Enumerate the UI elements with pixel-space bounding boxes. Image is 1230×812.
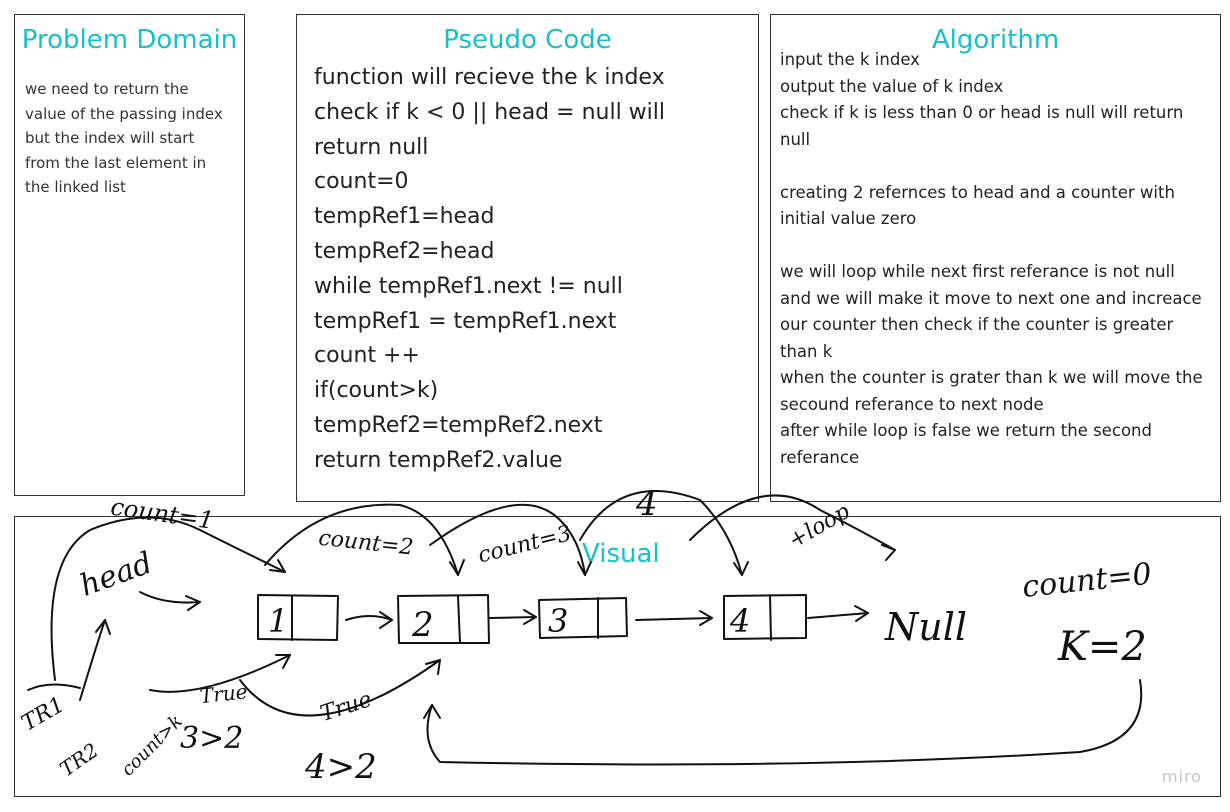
pseudo-line: if(count>k): [314, 378, 439, 404]
pseudo-code-panel: Pseudo Code function will recieve the k …: [296, 14, 759, 502]
pseudo-line: count=0: [314, 169, 409, 195]
algorithm-line: [780, 233, 1210, 260]
pseudo-line: tempRef1=head: [314, 204, 495, 230]
algorithm-line: [780, 153, 1210, 180]
problem-domain-text: we need to return the value of the passi…: [25, 80, 223, 196]
pseudo-code-list: function will recieve the k index check …: [314, 61, 758, 479]
pseudo-code-title: Pseudo Code: [443, 25, 612, 55]
pseudo-line: check if k < 0 || head = null will: [314, 99, 666, 125]
pseudo-line: while tempRef1.next != null: [314, 273, 623, 299]
algorithm-line: output the value of k index: [780, 76, 1004, 96]
problem-domain-panel: Problem Domain we need to return the val…: [14, 14, 245, 496]
pseudo-line: function will recieve the k index: [314, 65, 665, 90]
algorithm-panel: Algorithm input the k index output the v…: [770, 14, 1221, 502]
visual-title: Visual: [582, 539, 660, 569]
algorithm-title: Algorithm: [931, 25, 1060, 55]
algorithm-line: creating 2 refernces to head and a count…: [780, 182, 1175, 229]
miro-watermark: miro: [1161, 767, 1202, 786]
pseudo-line: return tempRef2.value: [314, 447, 563, 473]
pseudo-line: tempRef1 = tempRef1.next: [314, 308, 617, 334]
algorithm-list: input the k index output the value of k …: [780, 47, 1210, 471]
pseudo-line: tempRef2=head: [314, 238, 495, 264]
pseudo-line: count ++: [314, 343, 420, 369]
algorithm-line: after while loop is false we return the …: [780, 421, 1152, 467]
algorithm-line: check if k is less than 0 or head is nul…: [780, 103, 1184, 149]
pseudo-line: tempRef2=tempRef2.next: [314, 412, 603, 438]
algorithm-line: we will loop while next first referance …: [780, 262, 1202, 361]
algorithm-line: when the counter is grater than k we wil…: [780, 368, 1203, 414]
pseudo-line: return null: [314, 134, 429, 160]
algorithm-line: input the k index: [780, 50, 920, 69]
visual-panel: Visual miro: [14, 516, 1221, 797]
problem-domain-title: Problem Domain: [21, 25, 238, 55]
